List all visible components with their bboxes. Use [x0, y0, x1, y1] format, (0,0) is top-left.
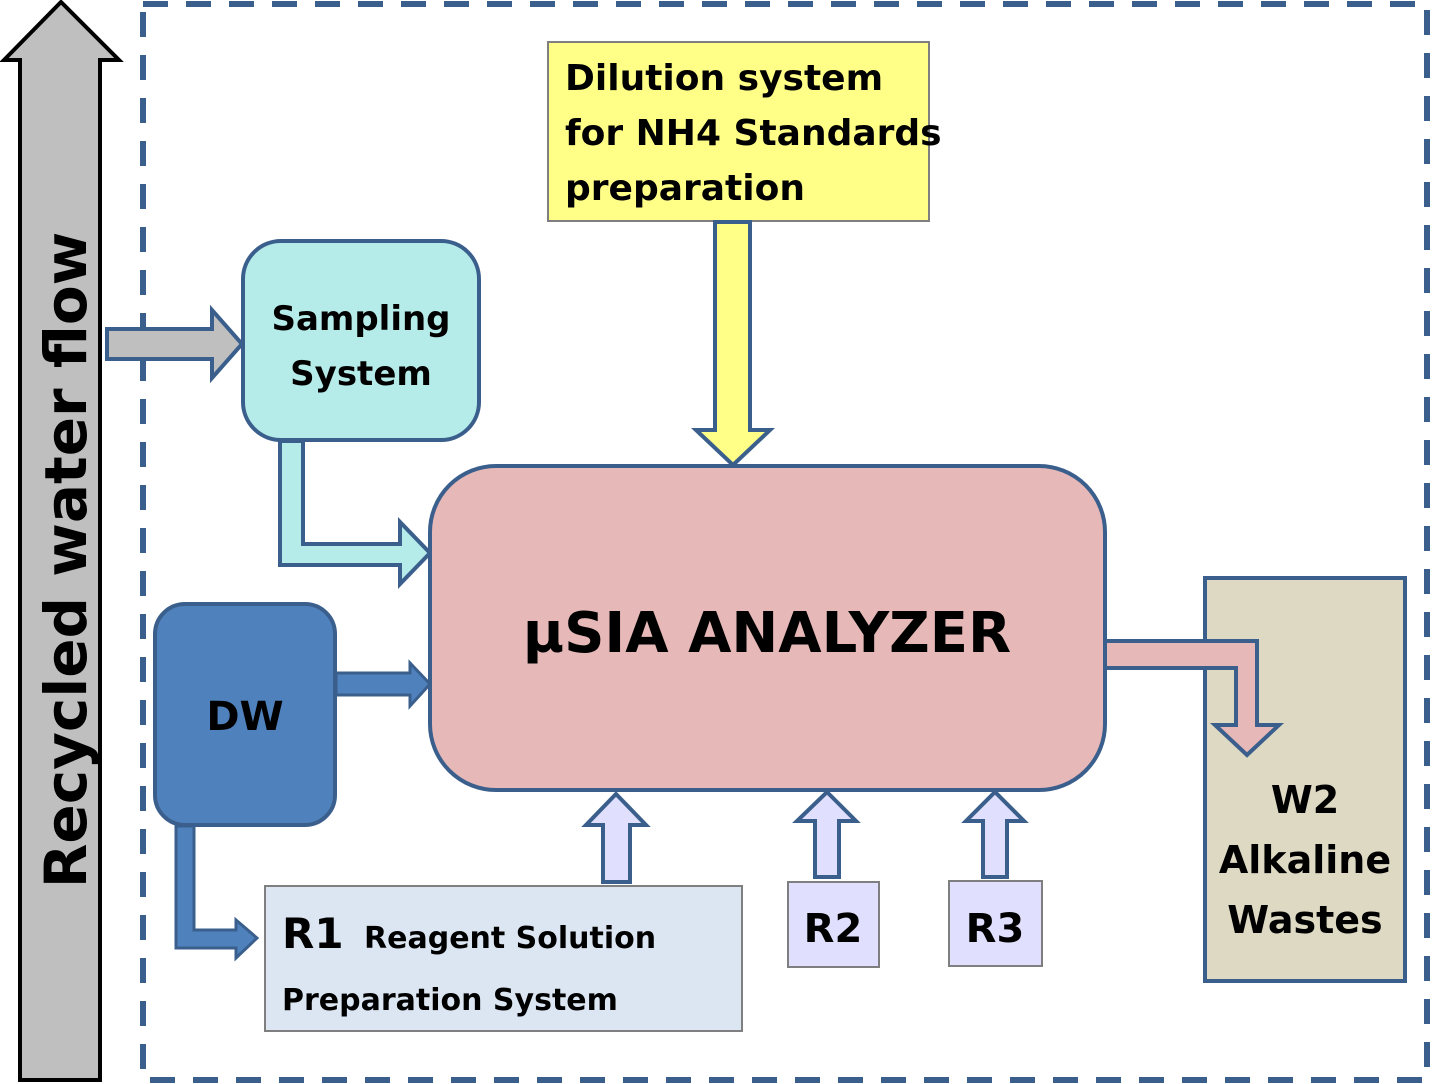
svg-text:R1 Reagent Solution: R1 Reagent Solution	[282, 909, 656, 958]
dilution-line-3: preparation	[565, 168, 805, 209]
dw-label: DW	[206, 694, 283, 740]
r2-box: R2	[787, 881, 880, 968]
system-boundary	[140, 1, 1430, 1083]
dilution-line-1: Dilution system	[565, 58, 883, 99]
dilution-line-2: for NH4 Standards	[565, 113, 942, 154]
recycled-water-flow-label: Recycled water flow	[32, 232, 100, 889]
sampling-to-analyzer-arrow	[278, 439, 433, 589]
analyzer-to-waste-arrow-overlay	[1103, 639, 1285, 758]
r1-line-1: Reagent Solution	[364, 921, 656, 956]
recycled-water-flow-arrow: Recycled water flow	[0, 0, 124, 1082]
waste-line-2: Alkaline	[1219, 838, 1391, 882]
r1-to-analyzer-arrow	[581, 791, 651, 884]
dw-box: DW	[153, 602, 337, 827]
r3-label: R3	[966, 906, 1025, 952]
dw-to-r1-arrow	[174, 824, 260, 962]
sampling-line-1: Sampling	[271, 299, 450, 339]
waste-line-1: W2	[1271, 778, 1339, 822]
sampling-line-2: System	[290, 354, 432, 394]
dilution-to-analyzer-arrow	[690, 220, 776, 468]
r3-box: R3	[948, 880, 1043, 967]
dw-to-analyzer-arrow	[334, 659, 433, 710]
r1-line-2: Preparation System	[282, 983, 618, 1018]
dilution-system-box: Dilution system for NH4 Standards prepar…	[547, 41, 942, 222]
r2-to-analyzer-arrow	[792, 789, 861, 879]
r1-reagent-box: R1 Reagent Solution Preparation System	[264, 885, 743, 1032]
analyzer-box: µSIA ANALYZER	[428, 464, 1107, 792]
r1-prefix: R1	[282, 909, 344, 958]
w2-waste-box: W2 Alkaline Wastes	[1203, 576, 1407, 983]
r3-to-analyzer-arrow	[961, 789, 1029, 879]
inflow-arrow-to-sampling	[105, 304, 245, 384]
waste-line-3: Wastes	[1227, 898, 1382, 942]
sampling-system-box: Sampling System	[241, 239, 481, 442]
analyzer-label: µSIA ANALYZER	[523, 601, 1011, 666]
r2-label: R2	[804, 906, 863, 952]
